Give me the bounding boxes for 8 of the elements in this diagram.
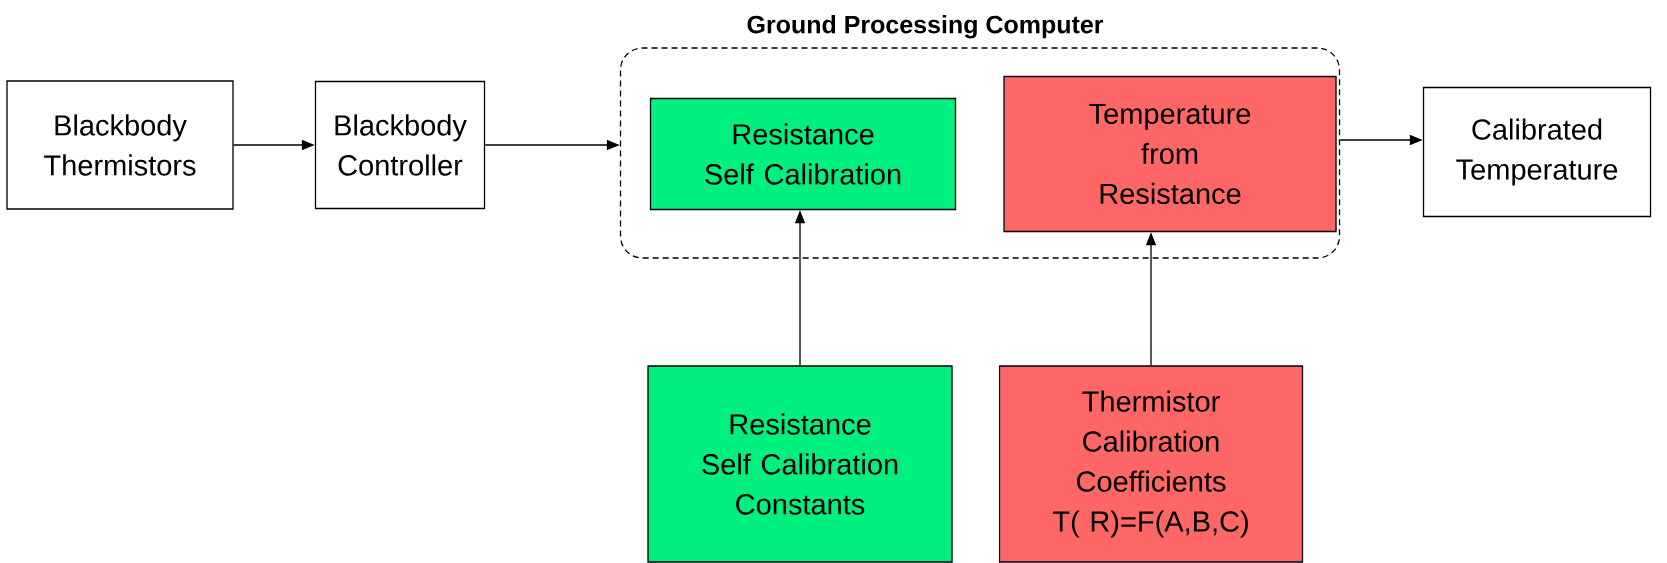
process-box: Resistance Self Calibration Constants (647, 365, 953, 563)
process-box: Temperature from Resistance (1003, 75, 1337, 233)
process-box: Thermistor Calibration Coefficients T( R)=F(A,B,C) (998, 365, 1304, 563)
process-box: Calibrated Temperature (1422, 86, 1652, 218)
process-box: Resistance Self Calibration (649, 97, 957, 211)
process-box: Blackbody Controller (314, 80, 486, 210)
process-box: Blackbody Thermistors (6, 80, 234, 210)
node-label: Ground Processing Computer (747, 15, 1104, 39)
